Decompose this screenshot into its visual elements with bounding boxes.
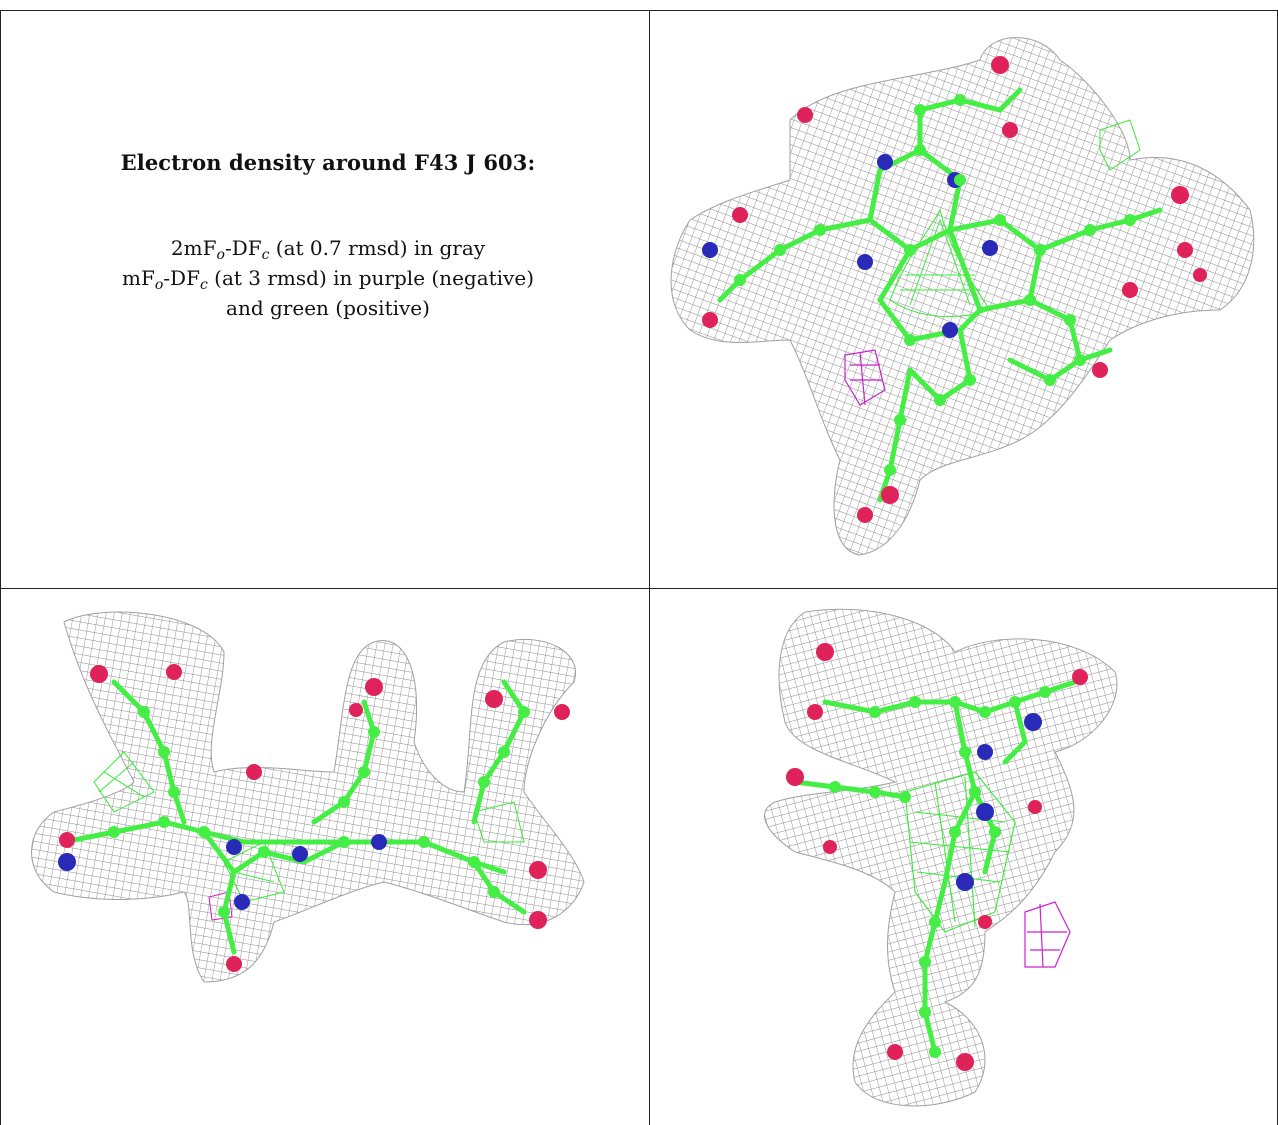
green-positive-density	[93, 751, 525, 903]
oxygen-atoms	[59, 664, 570, 972]
gray-mesh-envelope	[31, 611, 585, 983]
density-map-side	[31, 611, 585, 983]
caption-title: Electron density around F43 J 603:	[120, 150, 536, 175]
figure-caption: Electron density around F43 J 603: 2mFo-…	[18, 150, 638, 323]
gray-mesh-envelope	[764, 608, 1118, 1107]
grid-left-border	[0, 10, 1, 1125]
nitrogen-atoms	[702, 154, 998, 338]
grid-center-divider	[649, 10, 650, 1125]
purple-negative-density	[844, 349, 886, 406]
nitrogen-atoms	[956, 713, 1042, 891]
density-map-top	[670, 37, 1255, 556]
grid-top-border	[0, 10, 1278, 11]
purple-negative-density	[1024, 901, 1071, 968]
caption-legend: 2mFo-DFc (at 0.7 rmsd) in gray mFo-DFc (…	[18, 233, 638, 323]
carbon-atoms	[108, 706, 530, 918]
density-view-top	[660, 20, 1270, 580]
density-view-side	[4, 592, 644, 1122]
density-view-edge	[655, 592, 1270, 1122]
caption-line-positive: and green (positive)	[226, 296, 430, 320]
caption-line-gray: 2mFo-DFc (at 0.7 rmsd) in gray	[170, 236, 486, 263]
nitrogen-atoms	[58, 834, 387, 910]
gray-mesh-envelope	[670, 37, 1255, 556]
purple-negative-density	[208, 891, 233, 921]
density-map-edge	[764, 608, 1118, 1107]
carbon-atoms	[829, 686, 1051, 1058]
grid-middle-divider	[0, 588, 1278, 589]
carbon-atoms	[734, 94, 1136, 476]
oxygen-atoms	[786, 643, 1088, 1071]
caption-line-difference: mFo-DFc (at 3 rmsd) in purple (negative)	[122, 266, 534, 293]
oxygen-atoms	[702, 56, 1207, 523]
